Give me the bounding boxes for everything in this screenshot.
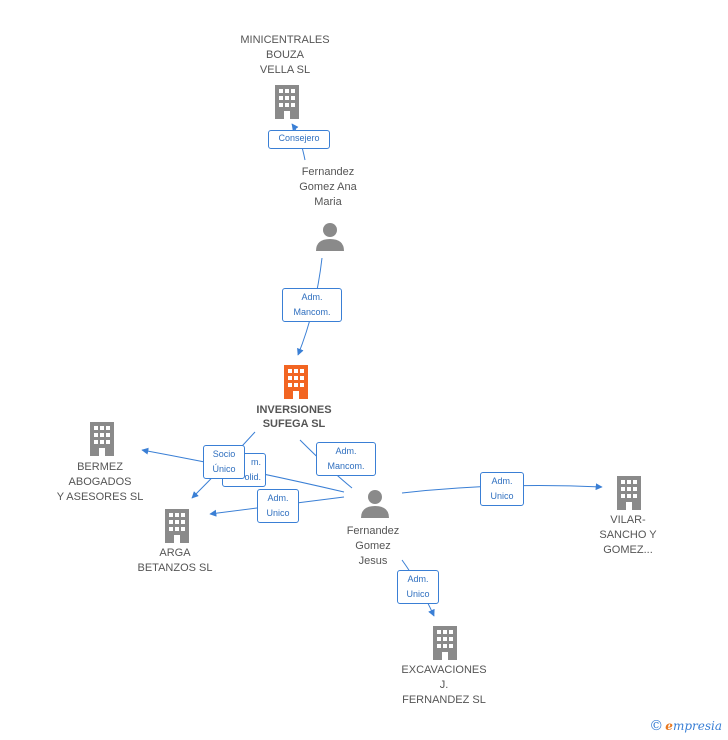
building-icon[interactable] (162, 507, 192, 543)
edge-label-adm-unico-excav[interactable]: Adm. Unico (397, 570, 439, 604)
building-icon[interactable] (430, 624, 460, 660)
edge-label-adm-unico-arga[interactable]: Adm. Unico (257, 489, 299, 523)
edge-label-adm-mancom-jesus[interactable]: Adm. Mancom. (316, 442, 376, 476)
edge-label-socio-unico[interactable]: Socio Único (203, 445, 245, 479)
empresia-logo: ©empresia (649, 718, 722, 734)
node-label-fernandez-jesus[interactable]: Fernandez Gomez Jesus (346, 525, 400, 567)
person-icon[interactable] (359, 487, 391, 519)
node-label-bermez[interactable]: BERMEZ ABOGADOS Y ASESORES SL (56, 461, 144, 503)
edge-label-adm-mancom-ana[interactable]: Adm. Mancom. (282, 288, 342, 322)
copyright-icon: © (649, 718, 664, 734)
node-label-inversiones[interactable]: INVERSIONES SUFEGA SL (256, 404, 332, 430)
edge-label-adm-unico-vilar[interactable]: Adm. Unico (480, 472, 524, 506)
node-label-minicentrales[interactable]: MINICENTRALES BOUZA VELLA SL (240, 34, 330, 76)
node-label-fernandez-ana[interactable]: Fernandez Gomez Ana Maria (299, 166, 357, 208)
person-icon[interactable] (314, 220, 346, 252)
node-label-excavaciones[interactable]: EXCAVACIONES J. FERNANDEZ SL (401, 664, 487, 706)
node-label-arga[interactable]: ARGA BETANZOS SL (137, 547, 213, 574)
node-label-vilar[interactable]: VILAR- SANCHO Y GOMEZ... (599, 514, 657, 556)
building-icon[interactable] (614, 474, 644, 510)
building-icon[interactable] (281, 363, 311, 399)
building-icon[interactable] (272, 83, 302, 119)
building-icon[interactable] (87, 420, 117, 456)
edge-label-consejero[interactable]: Consejero (268, 130, 330, 149)
